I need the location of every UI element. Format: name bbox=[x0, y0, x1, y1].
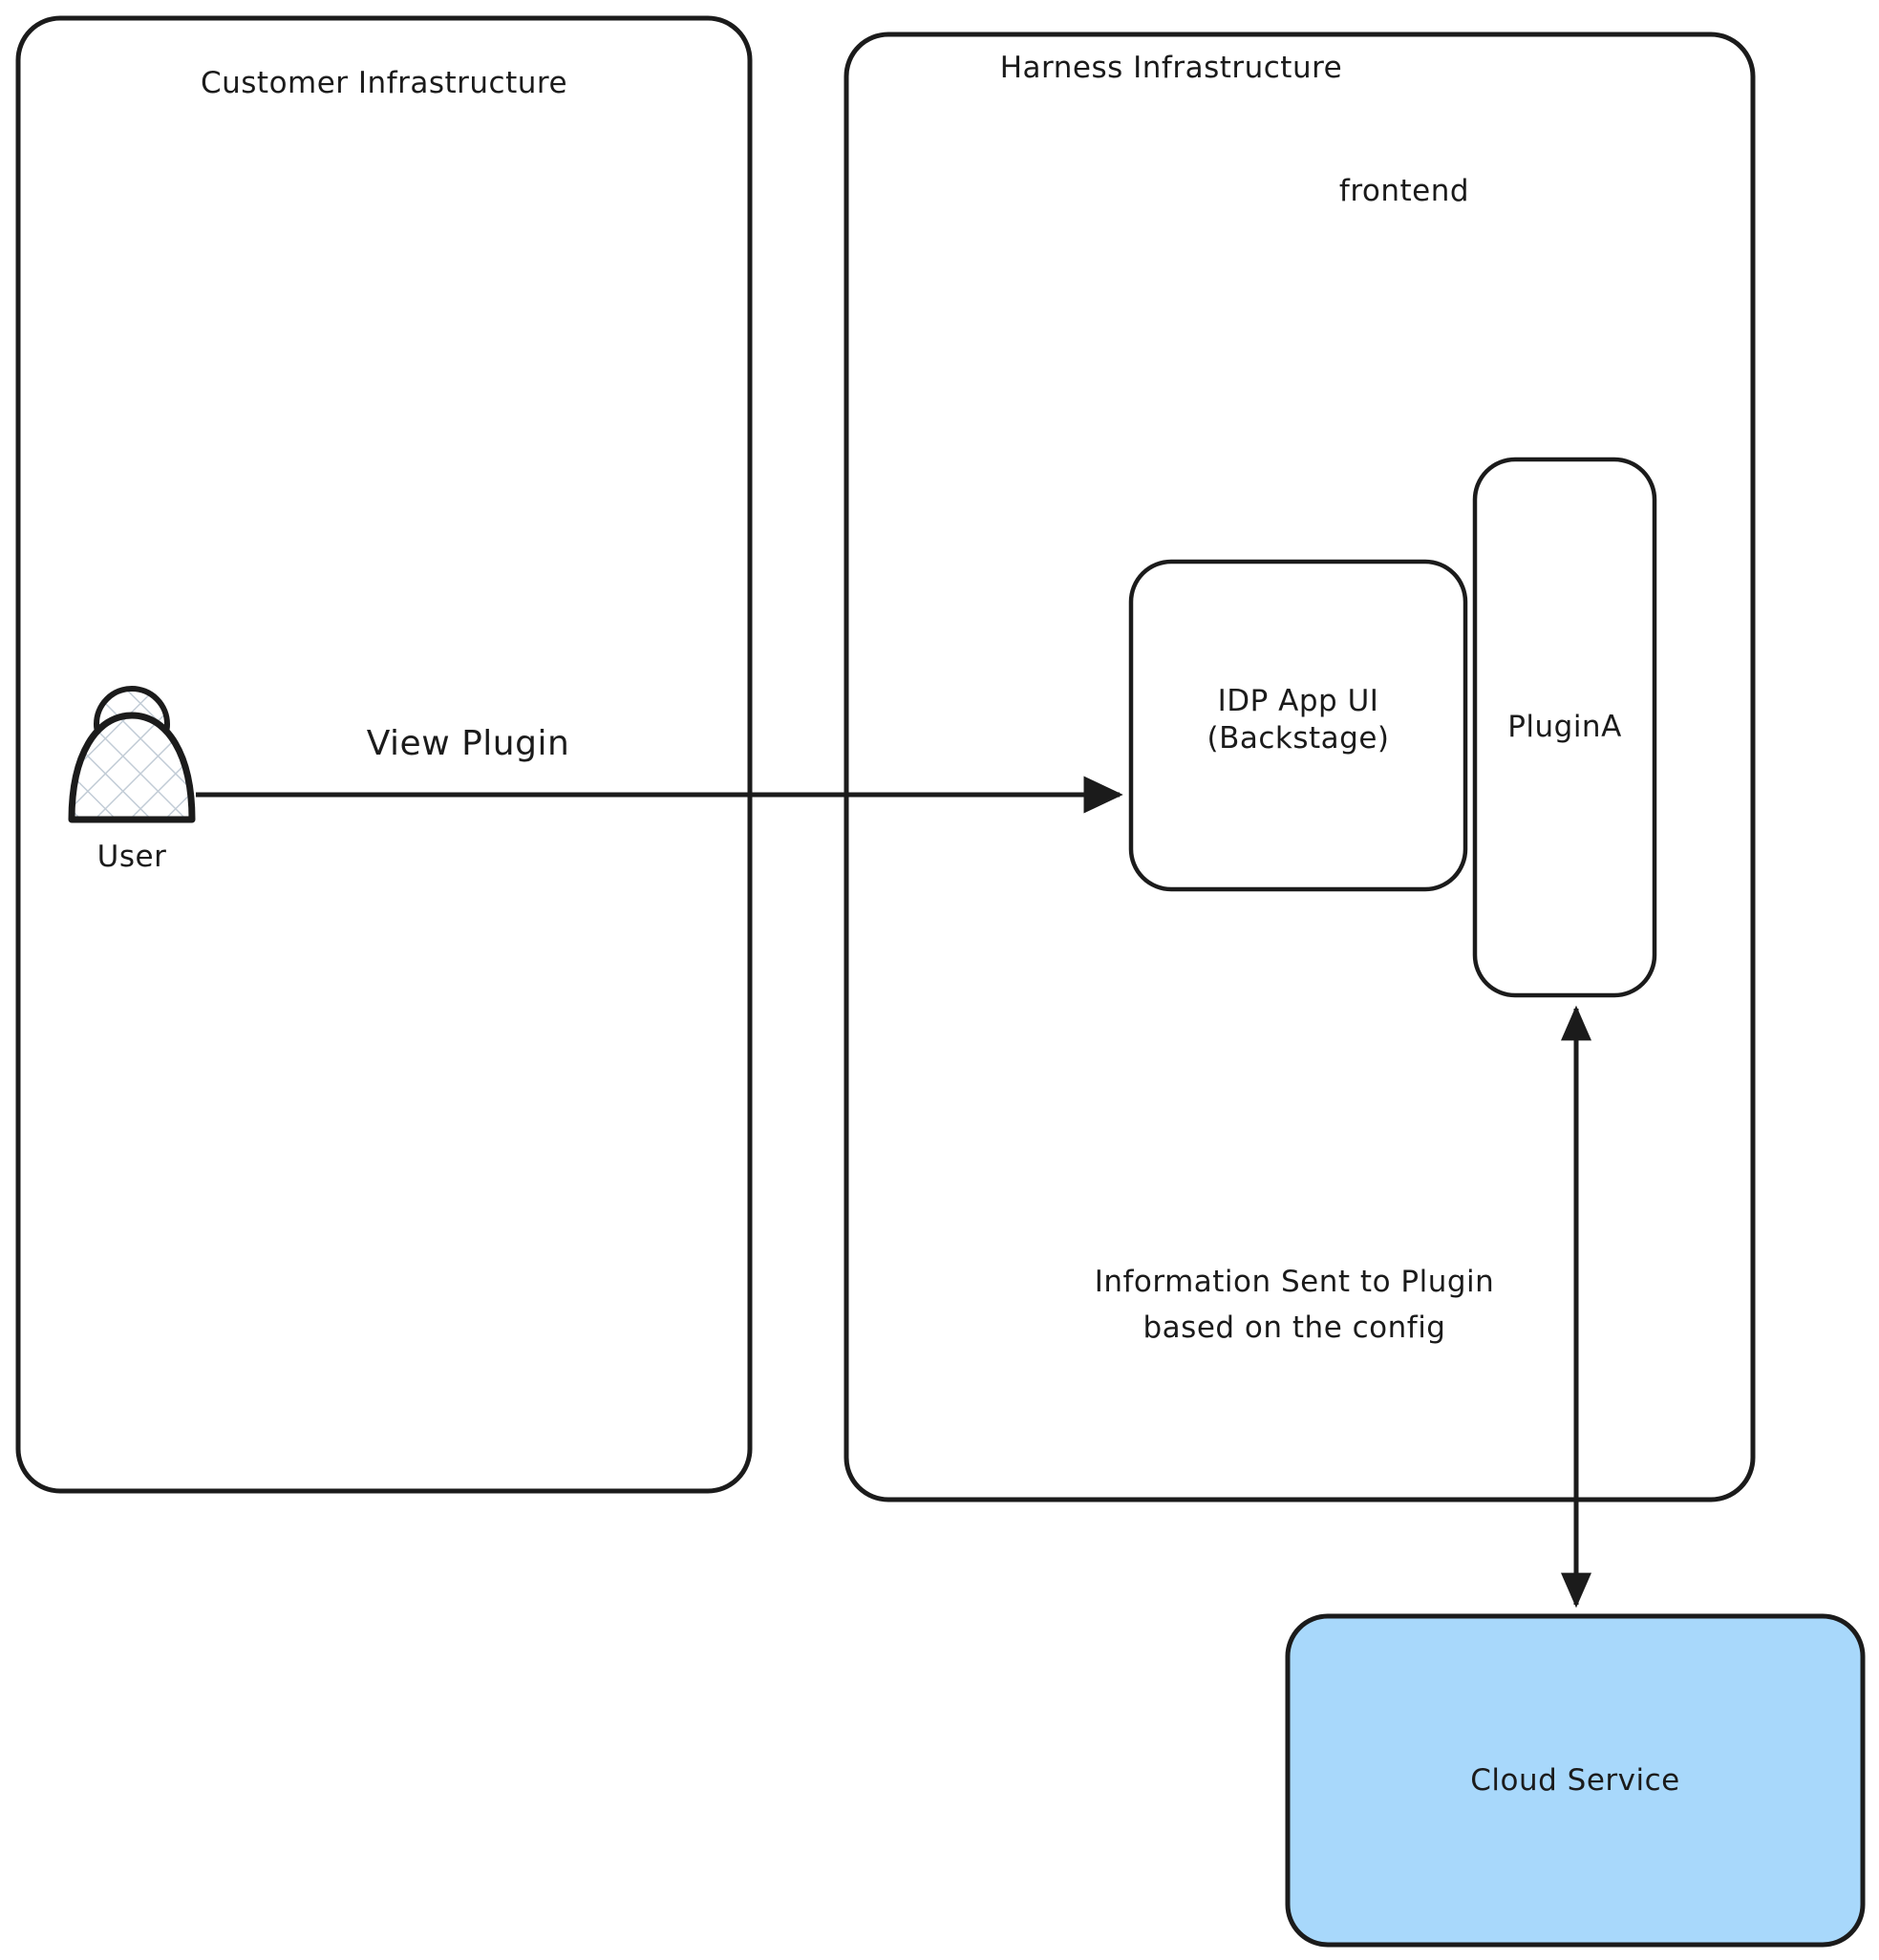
node-cloud-service-outline bbox=[1285, 1613, 1866, 1948]
node-plugin-a[interactable] bbox=[1472, 457, 1657, 998]
node-cloud-service[interactable] bbox=[1285, 1613, 1866, 1948]
node-idp-app-ui[interactable] bbox=[1128, 559, 1468, 892]
user-body-icon bbox=[68, 712, 196, 823]
container-customer-infrastructure-outline bbox=[15, 15, 753, 1494]
actor-user[interactable] bbox=[68, 686, 196, 823]
node-idp-app-ui-outline bbox=[1128, 559, 1468, 892]
container-customer-infrastructure[interactable] bbox=[15, 15, 753, 1494]
node-plugin-a-outline bbox=[1472, 457, 1657, 998]
